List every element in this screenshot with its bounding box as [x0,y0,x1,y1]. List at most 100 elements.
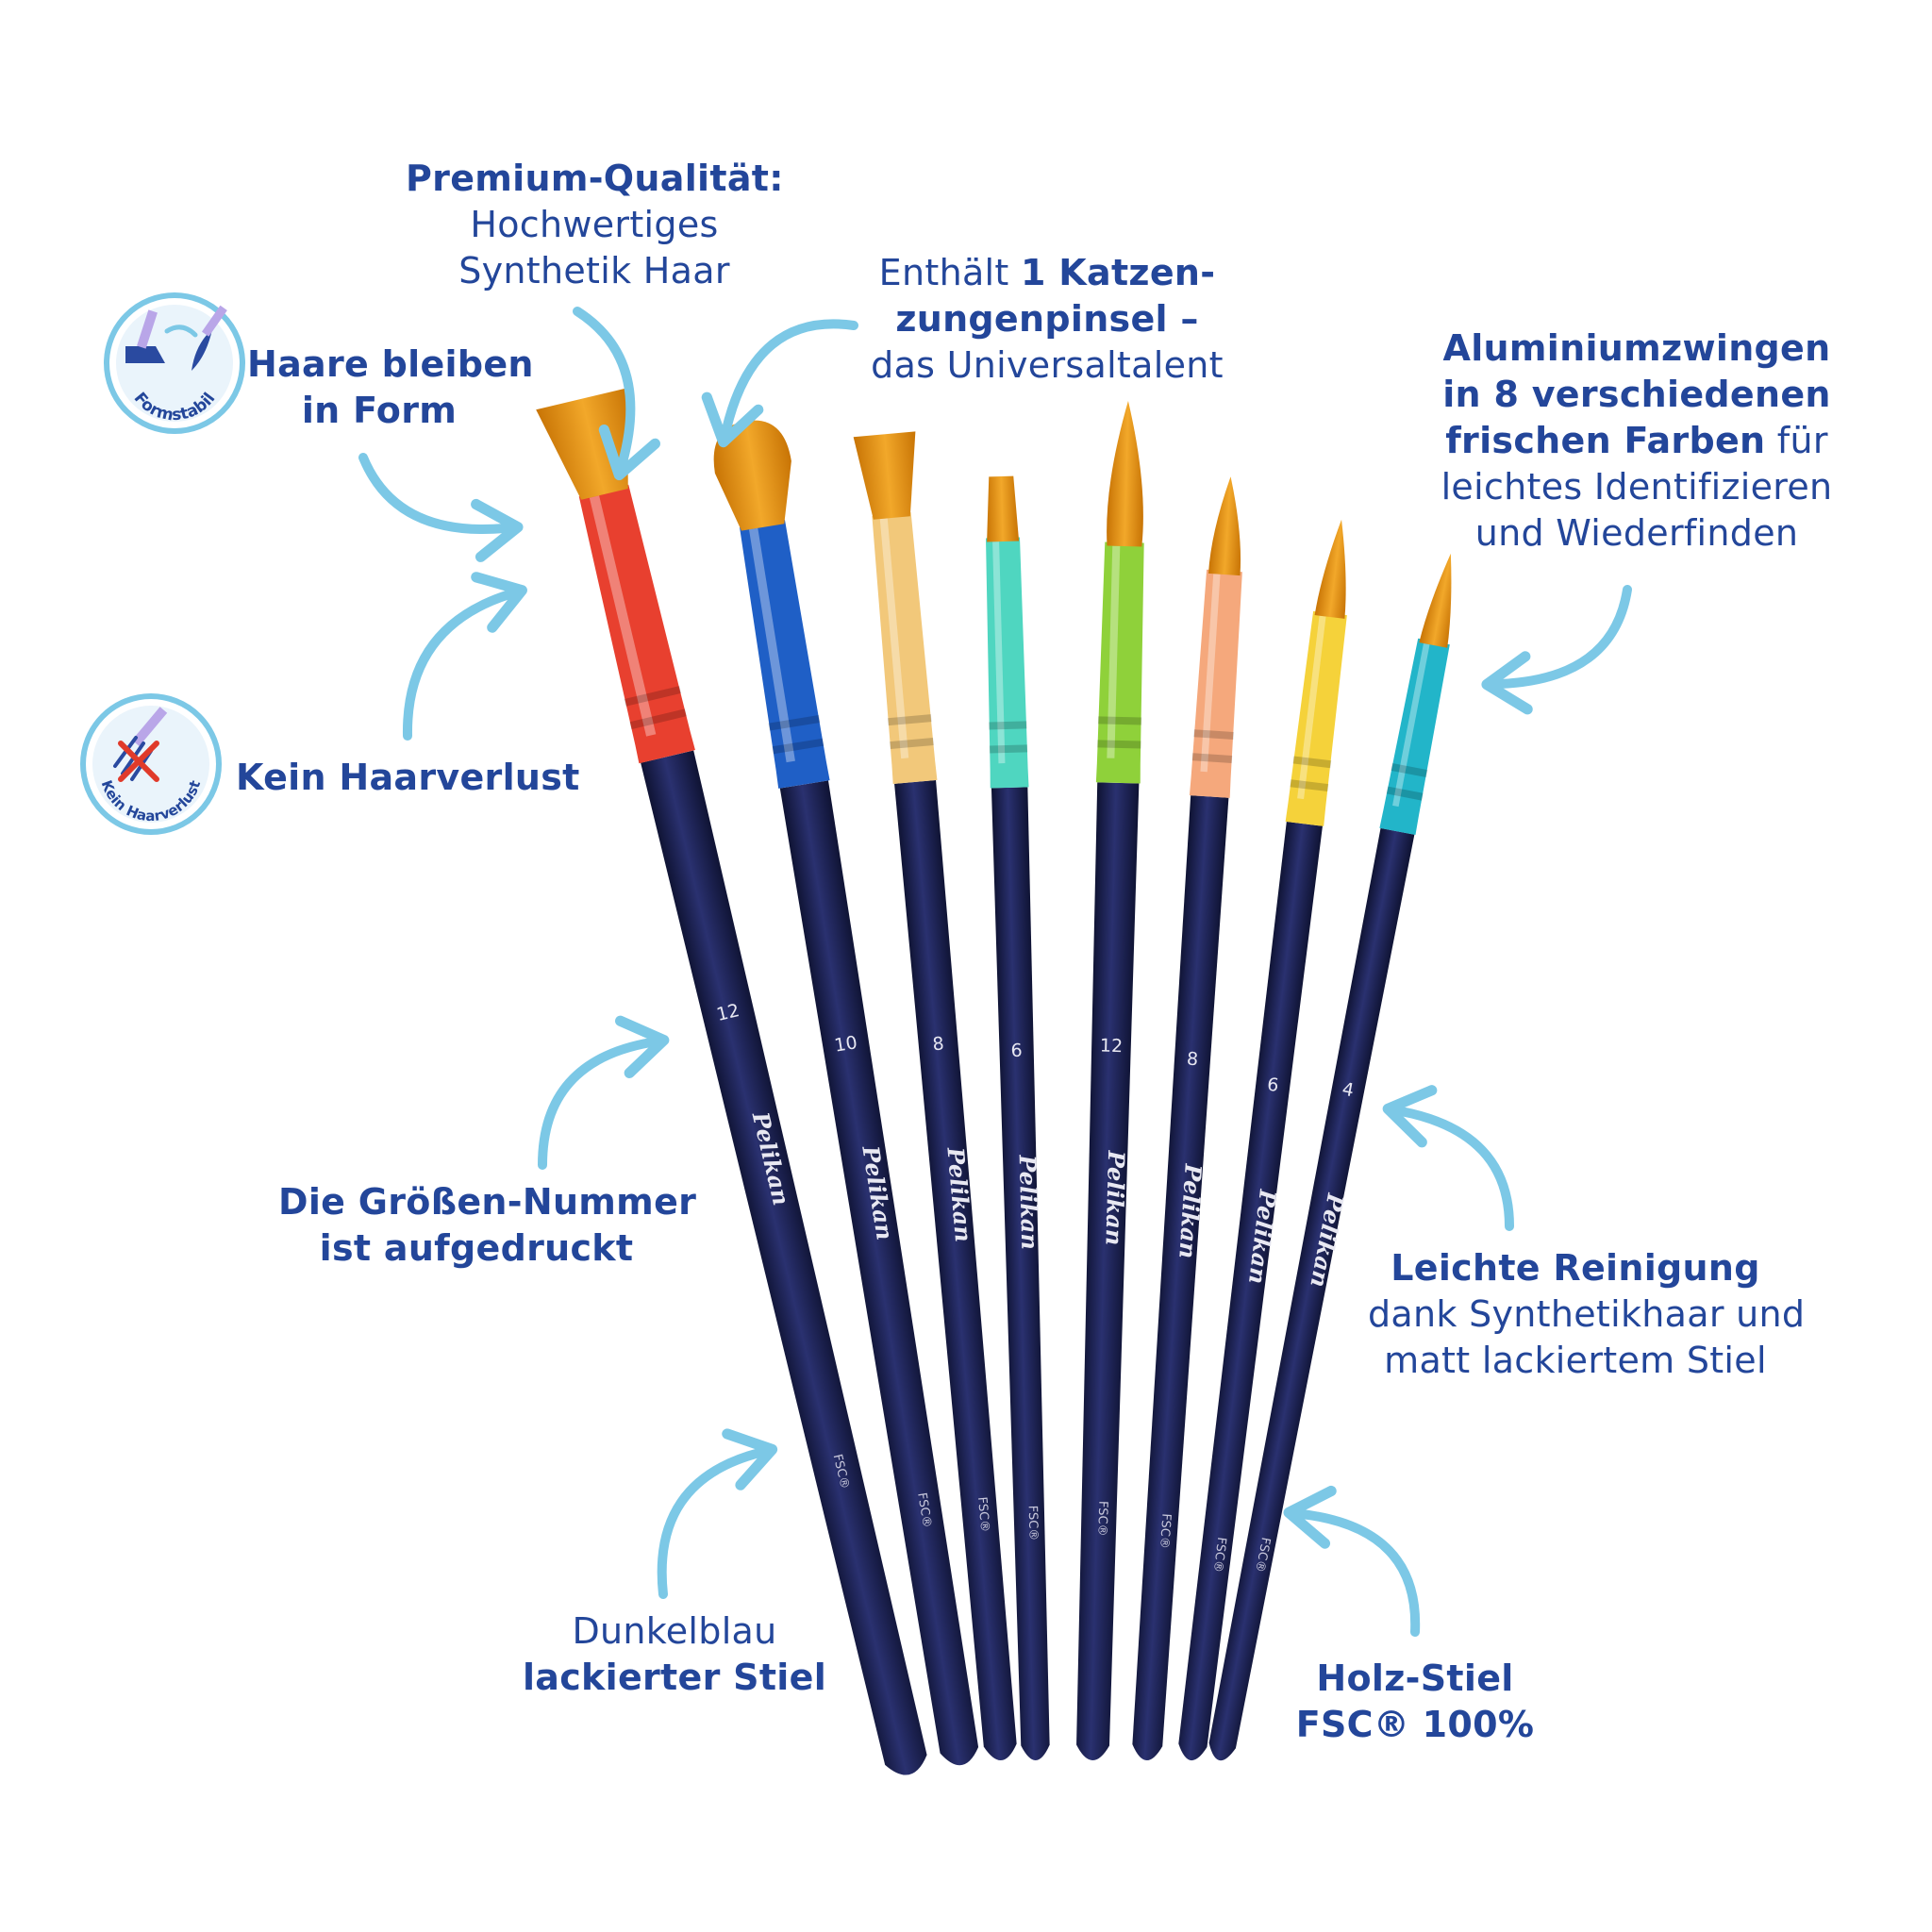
callout-katzenzunge: Enthält 1 Katzen- zungenpinsel – das Uni… [849,250,1245,389]
reinigung-line3: matt lackiertem Stiel [1384,1340,1767,1381]
arrow-reinigung [1382,1085,1514,1231]
arrow-groesse [538,1015,670,1170]
reinigung-line2: dank Synthetikhaar und [1368,1293,1806,1335]
brush-fsc-label: FSC® [914,1491,934,1528]
zwingen-bold1: Aluminiumzwingen [1442,327,1831,369]
brush-ferrule [1379,638,1450,835]
arrow-stiel [657,1428,778,1599]
callout-reinigung: Leichte Reinigung dank Synthetikhaar und… [1368,1245,1806,1384]
katzenzunge-line3: das Universaltalent [871,344,1224,386]
callout-arrows [358,307,1632,1637]
form-line2: in Form [301,390,458,431]
zwingen-line4: leichtes Identifizieren [1441,466,1833,508]
brush-bristles [853,431,916,520]
brush-bristles [1208,476,1241,576]
ferrule-highlight [879,518,909,759]
arrow-small-icon [164,325,198,338]
brush-icon [131,707,168,746]
brush-handle [1178,822,1323,1761]
brush-fsc-label: FSC® [1094,1501,1109,1537]
ferrule-crimp [1097,740,1141,749]
arrow-form [358,453,524,562]
ferrule-crimp [888,714,932,726]
brush-fsc-label: FSC® [1025,1506,1041,1541]
brush-fsc-label: FSC® [1210,1537,1228,1574]
callout-groesse: Die Größen-Nummer ist aufgedruckt [278,1179,696,1272]
callout-premium: Premium-Qualität: Hochwertiges Synthetik… [406,156,783,294]
ferrule-highlight [1297,615,1326,800]
holz-line2: FSC® 100% [1295,1704,1535,1745]
callout-holz: Holz-Stiel FSC® 100% [1292,1656,1538,1748]
arrow-holz [1283,1485,1421,1637]
brush-bristles [713,420,791,531]
brush-set: 12PelikanFSC®10PelikanFSC®8PelikanFSC®6P… [536,388,1452,1775]
ferrule-crimp [1386,786,1424,801]
ferrule-highlight [1200,574,1221,773]
brush-handle [1208,827,1415,1761]
zwingen-bold3: frischen Farben [1445,420,1766,461]
brush-bristles [987,475,1020,542]
cross-icon [118,741,159,782]
groesse-line2: ist aufgedruckt [319,1227,634,1269]
ferrule-crimp [624,686,681,707]
stiel-line1: Dunkelblau [572,1610,777,1652]
brush-ferrule [986,537,1029,789]
kein-haarverlust-badge: Kein Haarverlust [80,693,222,835]
ferrule-crimp [890,738,934,750]
ferrule-crimp [1097,716,1142,725]
ferrule-crimp [629,708,687,730]
brush-size-number: 12 [1100,1036,1124,1058]
brush-before-icon [125,309,165,363]
callout-stiel: Dunkelblau lackierter Stiel [514,1608,835,1701]
brush-ferrule [1095,541,1144,784]
brush-ferrule [740,520,830,789]
holz-line1: Holz-Stiel [1316,1657,1514,1699]
brush-brand-label: Pelikan [1174,1162,1208,1259]
brush-size-number: 10 [833,1032,858,1057]
ferrule-crimp [1292,756,1332,769]
arrow-zwingen [1481,585,1632,715]
premium-title: Premium-Qualität: [406,158,784,199]
brush-handle [991,787,1050,1761]
brush-handle [1076,782,1140,1761]
ferrule-crimp [1191,753,1233,763]
ferrule-highlight [992,541,1006,764]
formstabil-badge: Formstabil [104,292,245,434]
callout-zwingen: Aluminiumzwingen in 8 verschiedenen fris… [1434,325,1840,557]
ferrule-crimp [772,738,824,755]
katzenzunge-bold2: zungenpinsel – [895,298,1199,340]
brush-handle [1132,795,1229,1761]
zwingen-rest3: für [1765,420,1828,461]
brush-ferrule [872,512,938,784]
brush-brand-label: Pelikan [1100,1149,1130,1245]
haarverlust-line1: Kein Haarverlust [236,757,580,798]
brush-ferrule [578,484,695,764]
zwingen-line5: und Wiederfinden [1474,512,1799,554]
arrow-katzenzunge [701,319,858,448]
brush-after-icon [192,305,227,371]
reinigung-title: Leichte Reinigung [1391,1247,1760,1289]
brush-brand-label: Pelikan [1014,1154,1044,1250]
ferrule-highlight [589,495,657,737]
callout-form: Haare bleiben in Form [247,341,533,434]
premium-line2: Synthetik Haar [458,250,730,291]
brush-size-number: 8 [932,1033,945,1055]
brush-fsc-label: FSC® [1157,1513,1173,1549]
brush-handle [641,750,927,1775]
zwingen-bold2: in 8 verschiedenen [1442,374,1831,415]
callout-haarverlust: Kein Haarverlust [236,755,579,801]
ferrule-crimp [768,715,821,731]
brush-ferrule [1285,610,1347,826]
brush-size-number: 4 [1341,1078,1356,1101]
ferrule-highlight [1392,642,1430,808]
brush-bristles [1419,553,1452,648]
ferrule-highlight [1107,545,1121,758]
